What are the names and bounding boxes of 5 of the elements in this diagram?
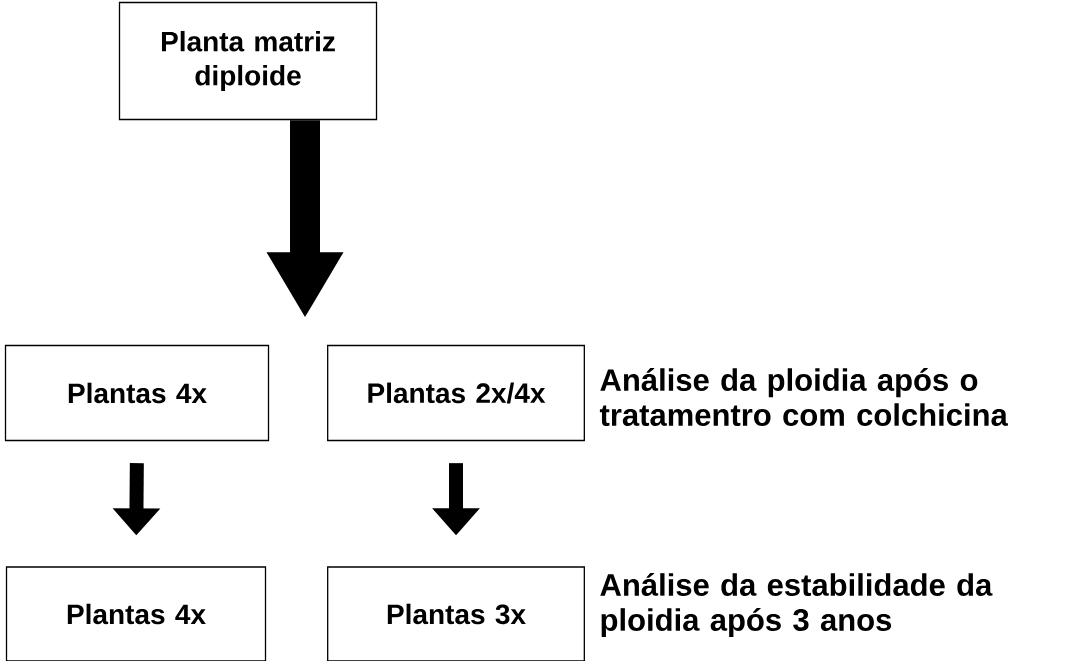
process-box: Plantas 3x — [327, 566, 585, 661]
process-box: Plantas 4x — [4, 344, 270, 442]
process-box: Plantas 2x/4x — [327, 344, 585, 442]
process-box: Planta matriz diploide — [118, 1, 378, 121]
process-box: Plantas 4x — [5, 566, 267, 661]
